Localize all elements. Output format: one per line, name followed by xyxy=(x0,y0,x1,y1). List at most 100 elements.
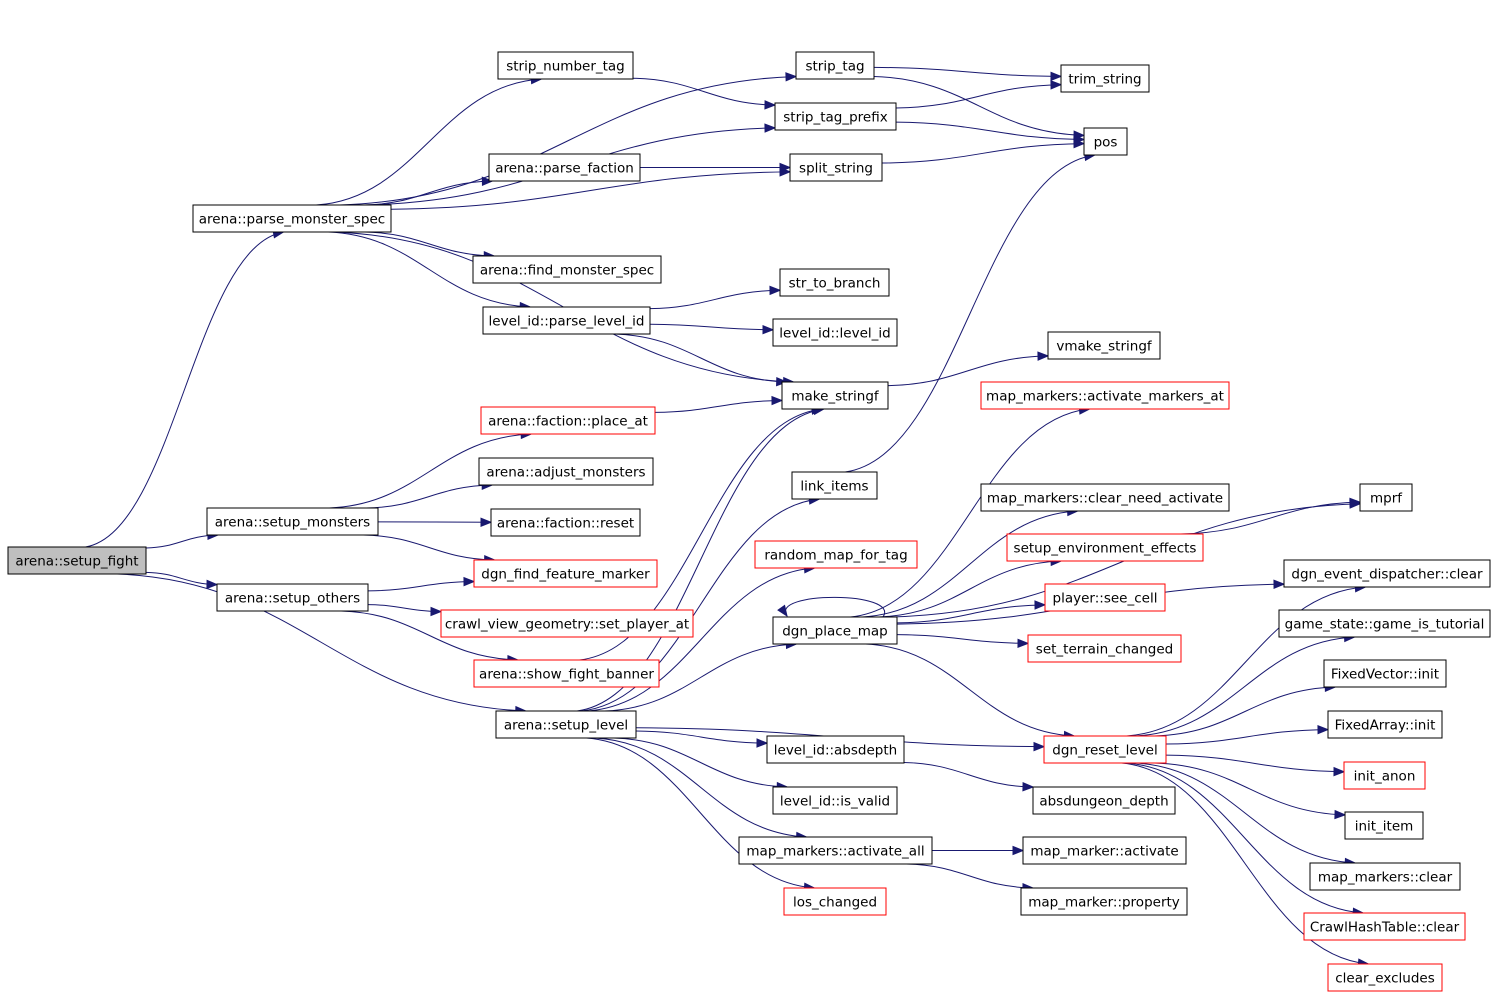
edge-arrowhead xyxy=(764,123,777,133)
node-fixedvector-init[interactable]: FixedVector::init xyxy=(1323,659,1447,688)
node-box xyxy=(772,616,898,645)
node-label: level_id::parse_level_id xyxy=(489,314,645,330)
node-show-fight-banner[interactable]: arena::show_fight_banner xyxy=(473,659,660,688)
node-label: set_terrain_changed xyxy=(1036,642,1173,658)
node-set-player-at[interactable]: crawl_view_geometry::set_player_at xyxy=(440,609,694,638)
node-map-marker-activate[interactable]: map_marker::activate xyxy=(1022,836,1187,865)
edge-line xyxy=(896,604,1046,624)
node-absdungeon-depth[interactable]: absdungeon_depth xyxy=(1032,786,1176,815)
edge-parse_monster_spec-to-strip_tag xyxy=(339,72,798,206)
node-box xyxy=(772,318,898,347)
node-random-map-for-tag[interactable]: random_map_for_tag xyxy=(754,540,918,569)
node-clear-excludes[interactable]: clear_excludes xyxy=(1327,963,1443,992)
node-crawlhashtable-clear[interactable]: CrawlHashTable::clear xyxy=(1303,912,1466,941)
edge-dgn_place_map-to-dgn_place_map xyxy=(777,596,886,618)
node-set-terrain-changed[interactable]: set_terrain_changed xyxy=(1027,634,1182,663)
node-map-markers-clear[interactable]: map_markers::clear xyxy=(1309,862,1461,891)
node-link-items[interactable]: link_items xyxy=(791,471,878,500)
node-game-is-tutorial[interactable]: game_state::game_is_tutorial xyxy=(1278,609,1491,638)
function-nodes: arena::setup_fight arena::parse_monster_s… xyxy=(7,51,1491,992)
node-is-valid[interactable]: level_id::is_valid xyxy=(772,786,898,815)
node-init-anon[interactable]: init_anon xyxy=(1343,761,1426,790)
node-trim-string[interactable]: trim_string xyxy=(1060,64,1150,93)
edge-line xyxy=(649,323,774,331)
node-box xyxy=(1020,887,1188,916)
node-dgn-reset-level[interactable]: dgn_reset_level xyxy=(1043,735,1167,764)
edge-arrowhead xyxy=(1022,782,1035,792)
node-parse-faction[interactable]: arena::parse_faction xyxy=(488,153,641,182)
node-activate-all[interactable]: map_markers::activate_all xyxy=(738,836,933,865)
node-setup-environment-effects[interactable]: setup_environment_effects xyxy=(1006,533,1204,562)
node-box xyxy=(1283,559,1491,588)
edge-arrowhead xyxy=(1034,600,1047,610)
node-setup-monsters[interactable]: arena::setup_monsters xyxy=(206,507,379,536)
edge-line xyxy=(1126,586,1366,737)
edge-setup_monsters-to-faction_reset xyxy=(377,517,493,527)
node-label: dgn_place_map xyxy=(782,624,888,640)
node-label: init_anon xyxy=(1354,769,1416,785)
edge-line xyxy=(581,498,820,712)
node-find-monster-spec[interactable]: arena::find_monster_spec xyxy=(472,255,662,284)
edge-arrowhead xyxy=(480,517,493,527)
node-clear-need-activate[interactable]: map_markers::clear_need_activate xyxy=(980,483,1230,512)
edge-parse_faction-to-split_string xyxy=(640,162,792,173)
node-fixedarray-init[interactable]: FixedArray::init xyxy=(1327,710,1443,739)
node-box xyxy=(1359,483,1413,512)
node-make-stringf[interactable]: make_stringf xyxy=(781,381,889,410)
node-label: arena::faction::reset xyxy=(497,516,634,532)
edge-line xyxy=(1134,762,1356,864)
node-box xyxy=(1309,862,1461,891)
node-box xyxy=(495,710,637,739)
edge-arrowhead xyxy=(1012,845,1025,856)
node-faction-place-at[interactable]: arena::faction::place_at xyxy=(480,406,656,435)
node-parse-level-id[interactable]: level_id::parse_level_id xyxy=(482,306,651,335)
node-init-item[interactable]: init_item xyxy=(1344,811,1424,840)
node-label: random_map_for_tag xyxy=(764,548,907,564)
edge-line xyxy=(649,289,781,310)
edge-setup_fight-to-parse_monster_spec xyxy=(85,229,285,548)
node-strip-tag-prefix[interactable]: strip_tag_prefix xyxy=(774,102,897,131)
node-strip-number-tag[interactable]: strip_number_tag xyxy=(497,51,634,80)
node-absdepth[interactable]: level_id::absdepth xyxy=(766,735,905,764)
node-dgn-find-feature-marker[interactable]: dgn_find_feature_marker xyxy=(473,559,658,588)
node-setup-level[interactable]: arena::setup_level xyxy=(495,710,637,739)
node-level-id-ctor[interactable]: level_id::level_id xyxy=(772,318,898,347)
node-map-marker-property[interactable]: map_marker::property xyxy=(1020,887,1188,916)
node-label: link_items xyxy=(800,479,868,495)
node-split-string[interactable]: split_string xyxy=(789,153,883,182)
node-setup-others[interactable]: arena::setup_others xyxy=(216,583,369,612)
node-setup-fight[interactable]: arena::setup_fight xyxy=(7,546,147,575)
node-label: FixedArray::init xyxy=(1335,718,1436,734)
node-pos[interactable]: pos xyxy=(1083,127,1128,156)
node-activate-markers-at[interactable]: map_markers::activate_markers_at xyxy=(980,381,1230,410)
node-box xyxy=(1044,583,1166,612)
edge-line xyxy=(363,534,495,561)
node-str-to-branch[interactable]: str_to_branch xyxy=(779,268,890,297)
edge-line xyxy=(367,604,442,613)
node-dgn-place-map[interactable]: dgn_place_map xyxy=(772,616,898,645)
node-parse-monster-spec[interactable]: arena::parse_monster_spec xyxy=(192,204,392,233)
node-box xyxy=(1006,533,1204,562)
edge-line xyxy=(145,571,218,586)
node-box xyxy=(478,457,654,486)
node-box xyxy=(473,559,658,588)
node-adjust-monsters[interactable]: arena::adjust_monsters xyxy=(478,457,654,486)
edge-faction_place_at-to-make_stringf xyxy=(654,395,784,413)
node-label: map_marker::property xyxy=(1028,895,1180,911)
node-box xyxy=(1027,634,1182,663)
node-vmake-stringf[interactable]: vmake_stringf xyxy=(1047,331,1161,360)
node-label: level_id::level_id xyxy=(779,326,890,342)
node-strip-tag[interactable]: strip_tag xyxy=(795,51,875,80)
node-dgn-event-dispatcher-clear[interactable]: dgn_event_dispatcher::clear xyxy=(1283,559,1491,588)
edge-line xyxy=(873,66,1062,77)
edge-arrowhead xyxy=(481,176,494,186)
edge-line xyxy=(586,737,815,889)
edge-arrowhead xyxy=(1017,638,1030,649)
node-los-changed[interactable]: los_changed xyxy=(783,887,887,916)
edge-line xyxy=(865,643,1075,737)
node-mprf[interactable]: mprf xyxy=(1359,483,1413,512)
node-player-see-cell[interactable]: player::see_cell xyxy=(1044,583,1166,612)
edge-line xyxy=(1180,501,1361,535)
node-faction-reset[interactable]: arena::faction::reset xyxy=(490,508,641,537)
